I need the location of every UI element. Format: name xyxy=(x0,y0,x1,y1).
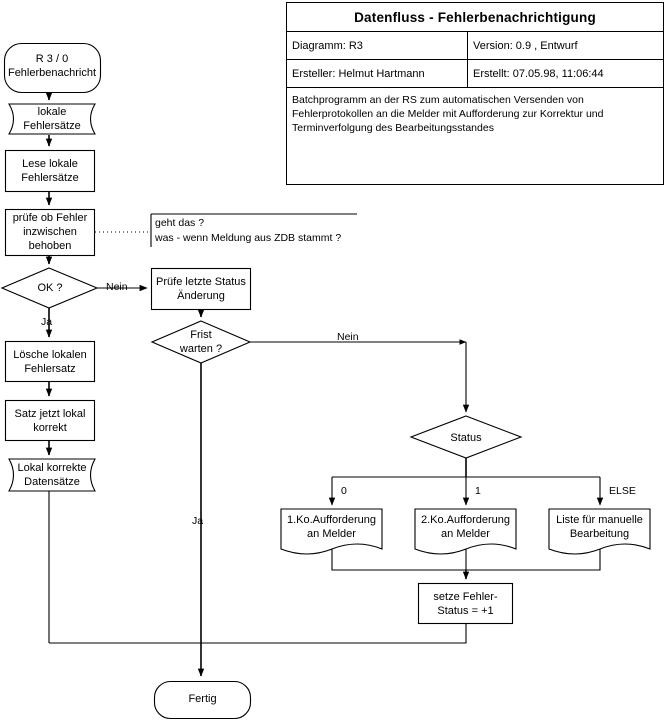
shape-check-last-status xyxy=(150,267,252,311)
title-block: Datenfluss - Fehlerbenachrichtigung Diag… xyxy=(286,2,664,185)
description-text: Batchprogramm an der RS zum automatische… xyxy=(292,94,604,134)
shape-start xyxy=(3,42,102,94)
shape-record-correct xyxy=(4,399,96,442)
shape-first-request xyxy=(280,508,383,555)
shape-delete-local xyxy=(4,340,96,383)
title-block-row-author: Ersteller: Helmut Hartmann Erstellt: 07.… xyxy=(287,60,663,88)
shape-check-fixed xyxy=(4,208,96,257)
edge-label-status-1: 1 xyxy=(475,485,481,497)
edge-label-status-0: 0 xyxy=(341,485,347,497)
edge-merge-manual-list xyxy=(466,549,601,571)
shape-deadline-decision xyxy=(150,320,252,364)
shape-read-local-errors xyxy=(4,149,96,193)
title-block-heading: Datenfluss - Fehlerbenachrichtigung xyxy=(287,3,663,32)
shape-second-request xyxy=(414,508,517,555)
diagram-label: Diagramm: R3 xyxy=(287,32,468,59)
shape-correct-data-store xyxy=(8,458,96,492)
edge-label-deadline-no: Nein xyxy=(337,331,359,343)
edge-label-ok-no: Nein xyxy=(106,281,128,293)
shape-set-error-status xyxy=(417,582,514,625)
author-label: Ersteller: Helmut Hartmann xyxy=(287,60,468,87)
shape-ok-decision xyxy=(0,267,99,309)
edge-merge-first-request xyxy=(331,549,466,571)
shape-manual-list xyxy=(548,508,651,555)
annotation-note: geht das ? was - wenn Meldung aus ZDB st… xyxy=(155,217,342,244)
shape-local-errors-store xyxy=(8,103,96,135)
edge-set-status-return xyxy=(49,623,467,644)
edge-label-ok-yes: Ja xyxy=(41,316,53,328)
shape-end xyxy=(153,680,252,720)
edge-label-deadline-yes: Ja xyxy=(192,515,204,527)
title-block-row-diagram: Diagramm: R3 Version: 0.9 , Entwurf xyxy=(287,32,663,60)
created-label: Erstellt: 07.05.98, 11:06:44 xyxy=(473,67,604,80)
edge-label-status-else: ELSE xyxy=(609,485,636,497)
version-label: Version: 0.9 , Entwurf xyxy=(473,39,578,52)
annotation-bracket xyxy=(150,213,357,247)
shape-status-decision xyxy=(409,415,523,459)
